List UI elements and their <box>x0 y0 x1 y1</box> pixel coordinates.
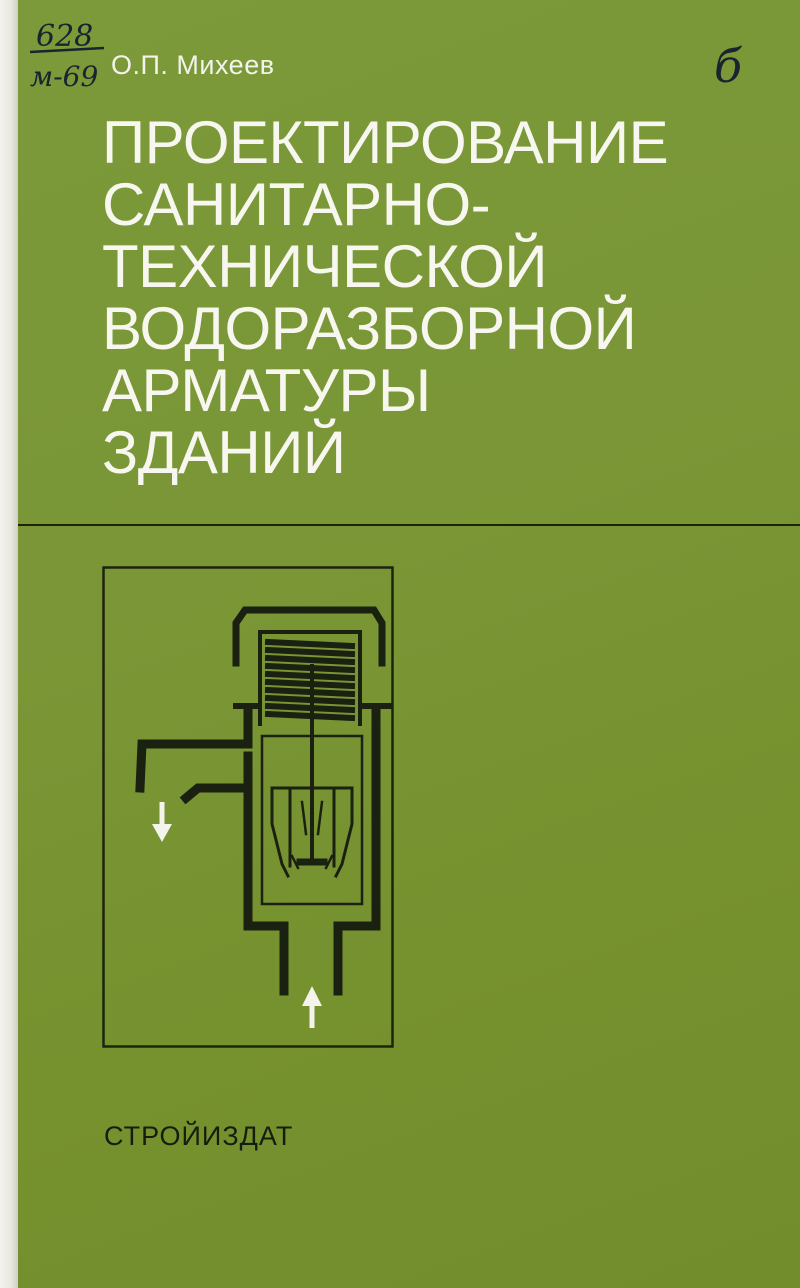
divider-line <box>18 524 800 526</box>
body-wall-right <box>333 707 381 996</box>
outlet-pipe <box>135 707 253 793</box>
title-line: ЗДАНИЙ <box>102 419 346 486</box>
title-line: ПРОЕКТИРОВАНИЕ <box>102 109 669 176</box>
page-edge <box>0 0 18 1288</box>
water-flow-down-arrow-icon <box>152 802 172 842</box>
valve-seat <box>270 786 354 879</box>
svg-text:б: б <box>714 39 743 92</box>
valve-guide <box>288 786 336 868</box>
body-wall-left <box>243 751 289 996</box>
valve-cap <box>232 606 386 667</box>
title-line: САНИТАРНО- <box>102 171 491 238</box>
author-name: О.П. Михеев <box>111 50 275 80</box>
book-cover: О.П. Михеев ПРОЕКТИРОВАНИЕ САНИТАРНО- ТЕ… <box>18 0 800 1288</box>
water-flow-up-arrow-icon <box>302 986 322 1028</box>
valve-diagram <box>102 566 394 1048</box>
book-title: ПРОЕКТИРОВАНИЕ САНИТАРНО- ТЕХНИЧЕСКОЙ ВО… <box>102 109 669 486</box>
publisher-name: СТРОЙИЗДАТ <box>104 1121 294 1151</box>
valve-guide-inner <box>300 800 324 836</box>
spring-housing <box>258 630 362 726</box>
handwritten-shelfmark: 628 м-69 <box>29 19 105 93</box>
title-line: АРМАТУРЫ <box>102 357 431 424</box>
valve-lip <box>290 854 334 870</box>
title-line: ТЕХНИЧЕСКОЙ <box>102 233 548 300</box>
title-line: ВОДОРАЗБОРНОЙ <box>102 295 637 362</box>
outlet-pipe-inner <box>179 783 253 805</box>
handwritten-corner-mark: б <box>714 39 743 92</box>
diagram-frame <box>102 566 394 1048</box>
shelfmark-bottom: м-69 <box>30 60 98 93</box>
